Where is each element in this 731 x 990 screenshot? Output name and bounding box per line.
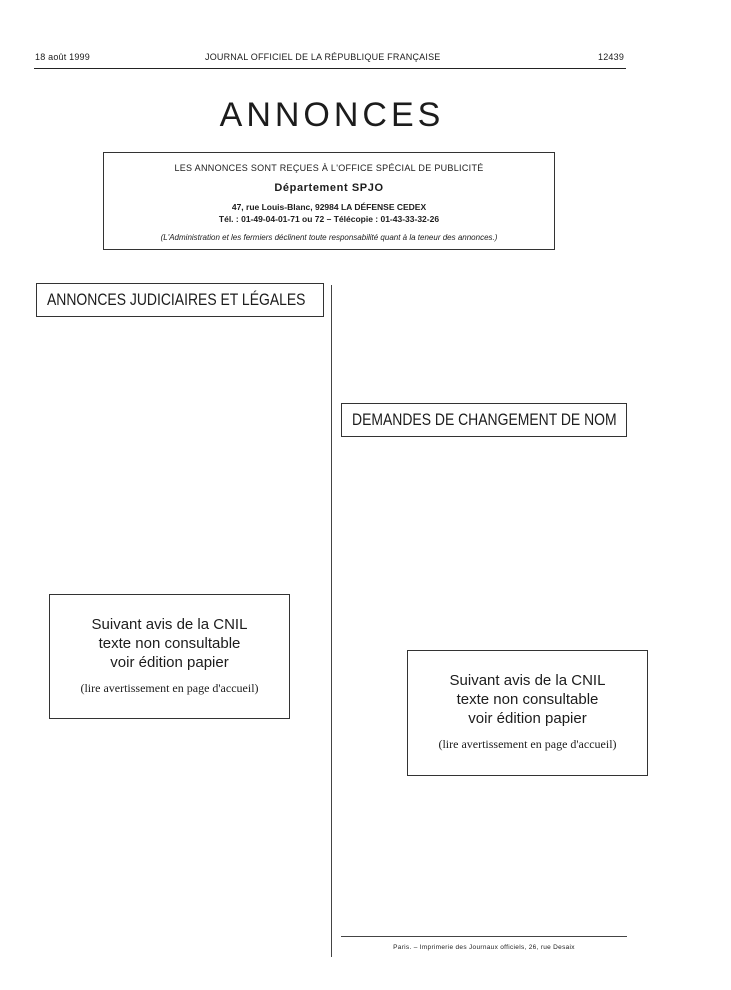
info-department: Département SPJO [274,182,384,194]
section-heading-changement-nom-label: DEMANDES DE CHANGEMENT DE NOM [352,410,617,429]
cnil-line3: voir édition papier [468,710,587,727]
section-heading-judiciaires-label: ANNONCES JUDICIAIRES ET LÉGALES [47,290,306,309]
cnil-line4: (lire avertissement en page d'accueil) [80,681,259,695]
info-line-reception: LES ANNONCES SONT REÇUES À L'OFFICE SPÉC… [174,163,484,173]
footer-imprint: Paris. – Imprimerie des Journaux officie… [393,944,575,951]
cnil-line2: texte non consultable [456,691,599,708]
cnil-line3: voir édition papier [110,654,229,671]
info-disclaimer: (L'Administration et les fermiers déclin… [160,233,498,242]
page-title: ANNONCES [219,96,445,134]
section-heading-judiciaires: ANNONCES JUDICIAIRES ET LÉGALES [36,283,324,317]
info-address: 47, rue Louis-Blanc, 92984 LA DÉFENSE CE… [231,202,427,212]
column-divider [331,285,332,957]
cnil-line1: Suivant avis de la CNIL [91,616,248,633]
section-heading-changement-nom: DEMANDES DE CHANGEMENT DE NOM [341,403,627,437]
info-phone: Tél. : 01-49-04-01-71 ou 72 – Télécopie … [218,214,440,224]
cnil-line2: texte non consultable [98,635,241,652]
header-journal-title: JOURNAL OFFICIEL DE LA RÉPUBLIQUE FRANÇA… [205,52,441,62]
cnil-line1: Suivant avis de la CNIL [449,672,606,689]
cnil-notice-left: Suivant avis de la CNIL texte non consul… [49,594,290,719]
footer-rule [341,936,627,937]
cnil-line4: (lire avertissement en page d'accueil) [438,737,617,751]
info-box: LES ANNONCES SONT REÇUES À L'OFFICE SPÉC… [103,152,555,250]
header-page-number: 12439 [598,52,625,62]
header-rule [34,68,626,69]
header-date: 18 août 1999 [35,52,90,62]
cnil-notice-right: Suivant avis de la CNIL texte non consul… [407,650,648,776]
